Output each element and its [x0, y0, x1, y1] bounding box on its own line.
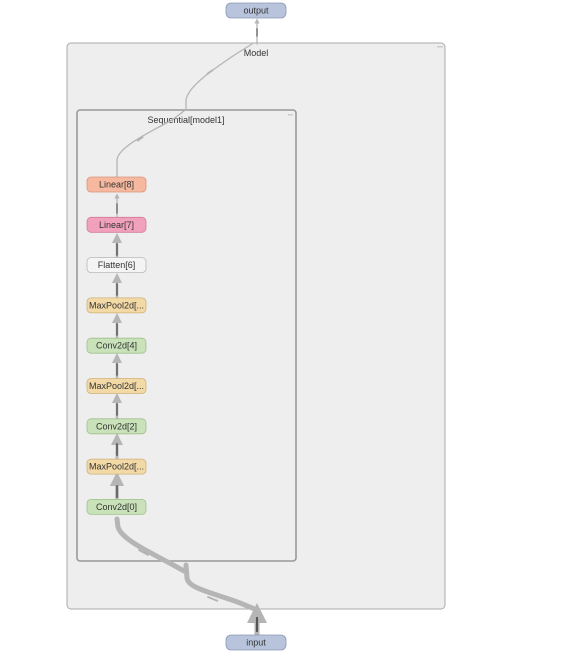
model-group-label: Model: [244, 48, 269, 58]
layer-node-label: MaxPool2d[...: [89, 381, 144, 391]
edge-linear8-seq: [116, 110, 185, 178]
layer-node-box[interactable]: [86, 337, 147, 354]
layer-node-label: Flatten[6]: [98, 260, 136, 270]
edge-seq-model-label: •••••: [206, 67, 215, 75]
layer-node-label: Conv2d[0]: [96, 502, 137, 512]
layer-node-label: MaxPool2d[...: [89, 300, 144, 310]
layer-node-box[interactable]: [86, 378, 147, 394]
output-node[interactable]: output: [225, 2, 287, 19]
layer-node-label: Conv2d[2]: [96, 421, 137, 431]
layer-node-box[interactable]: [86, 418, 147, 435]
layer-node-box[interactable]: [86, 458, 147, 475]
edges: ••••• ••••• •••••••• ••••••••: [109, 18, 267, 638]
input-node-box[interactable]: [225, 634, 287, 651]
model-group-expand-icon[interactable]: [437, 46, 443, 48]
layer-node-label: MaxPool2d[...: [89, 462, 144, 472]
layer-node-label: Linear[8]: [99, 180, 134, 190]
layer-node-maxpool5[interactable]: MaxPool2d[...: [86, 297, 147, 314]
edge-model-seq: [183, 562, 260, 613]
sequential-group-label: Sequential[model1]: [147, 115, 224, 125]
output-node-label: output: [243, 6, 269, 16]
layer-node-conv2[interactable]: Conv2d[2]: [86, 418, 147, 435]
input-node[interactable]: input: [225, 634, 287, 651]
layer-node-box[interactable]: [86, 216, 147, 233]
layer-node-box[interactable]: [86, 257, 147, 274]
layer-node-maxpool3[interactable]: MaxPool2d[...: [86, 378, 147, 394]
edge-seq-conv0-label: ••••••••: [138, 547, 151, 557]
input-node-label: input: [246, 638, 266, 648]
layer-node-label: Linear[7]: [99, 220, 134, 230]
layer-node-conv0[interactable]: Conv2d[0]: [86, 498, 147, 515]
edge-seq-model: [185, 43, 253, 111]
layer-node-linear7[interactable]: Linear[7]: [86, 216, 147, 233]
layer-node-label: Conv2d[4]: [96, 341, 137, 351]
layer-node-box[interactable]: [86, 498, 147, 515]
layer-node-box[interactable]: [86, 297, 147, 314]
edge-model-seq-label: ••••••••: [207, 594, 220, 603]
layer-node-maxpool1[interactable]: MaxPool2d[...: [86, 458, 147, 475]
sequential-group-expand-icon[interactable]: [288, 114, 293, 116]
layer-node-box[interactable]: [86, 176, 147, 193]
output-node-box[interactable]: [225, 2, 287, 19]
layer-node-flatten6[interactable]: Flatten[6]: [86, 257, 147, 274]
layer-node-linear8[interactable]: Linear[8]: [86, 176, 147, 193]
edge-seq-conv0: [114, 516, 189, 575]
layer-node-conv4[interactable]: Conv2d[4]: [86, 337, 147, 354]
edge-linear8-seq-label: •••••: [136, 134, 145, 142]
layer-nodes: Linear[8] Linear[7] Flatten[6] MaxPool2d[..…: [86, 176, 147, 515]
